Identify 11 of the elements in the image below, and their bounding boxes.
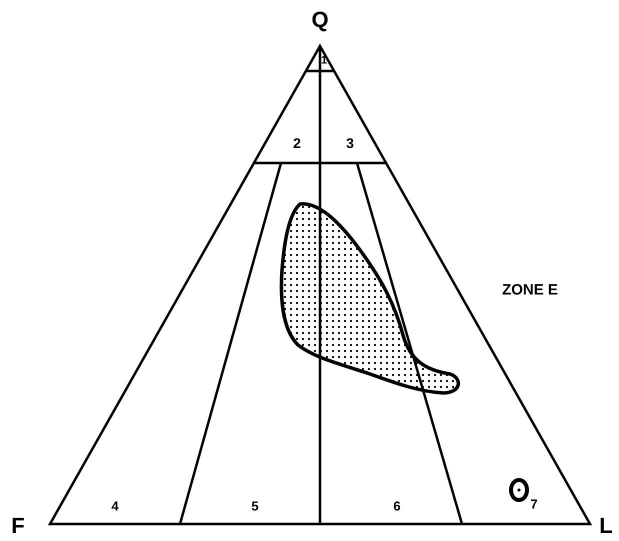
field-number: 7 <box>530 498 538 510</box>
field-number: 4 <box>111 500 119 512</box>
field-number: 6 <box>393 500 401 512</box>
vertex-label: Q <box>311 9 329 31</box>
vertex-label: L <box>599 515 613 537</box>
field-number: 5 <box>251 500 259 512</box>
field-number: 2 <box>293 136 301 150</box>
field-number: 1 <box>320 56 328 66</box>
vertex-label: F <box>11 515 25 537</box>
field-number: 3 <box>346 136 354 150</box>
zone-label: ZONE E <box>502 282 558 298</box>
